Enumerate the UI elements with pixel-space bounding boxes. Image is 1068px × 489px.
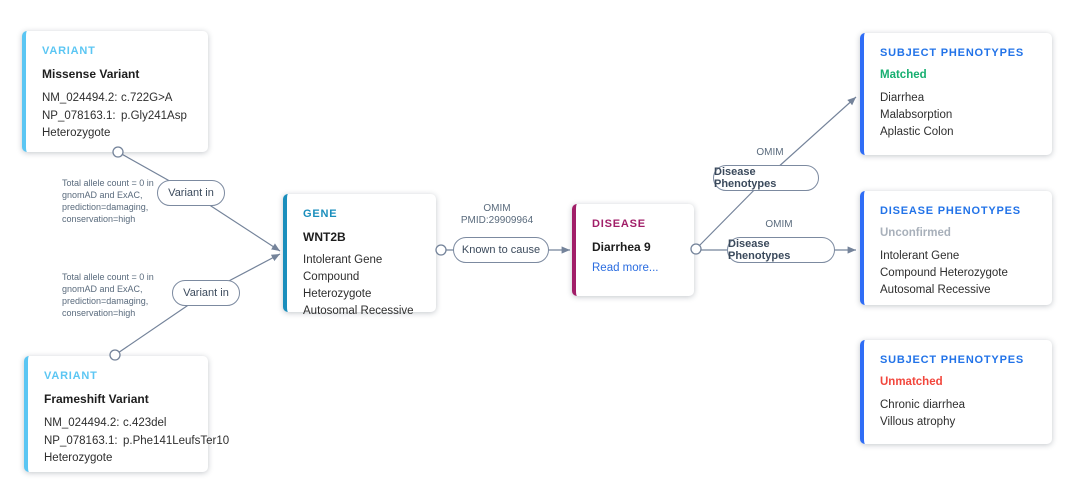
status-unmatched: Unmatched: [880, 376, 943, 388]
phenotype-item: Chronic diarrhea: [880, 399, 966, 411]
gene-name: WNT2B: [303, 230, 346, 244]
disease-name: Diarrhea 9: [592, 240, 651, 254]
transcript-label: NM_024494.2:: [44, 417, 120, 429]
status-unconfirmed: Unconfirmed: [880, 227, 951, 239]
protein-value: p.Phe141LeufsTer10: [123, 435, 230, 447]
protein-label: NP_078163.1:: [42, 110, 116, 122]
variant-card-frameshift[interactable]: VARIANT Frameshift Variant NM_024494.2: …: [24, 356, 229, 472]
phenotype-item: Malabsorption: [880, 109, 953, 121]
known-to-cause-pill[interactable]: Known to cause: [453, 237, 549, 263]
phenotype-item: Villous atrophy: [880, 416, 956, 428]
edge-annotation-top: Total allele count = 0 in gnomAD and ExA…: [62, 178, 154, 224]
phenotype-item: Compound Heterozygote: [880, 267, 1008, 279]
variant-type: Missense Variant: [42, 67, 140, 81]
card-title: SUBJECT PHENOTYPES: [880, 47, 1024, 59]
card-title: GENE: [303, 208, 338, 220]
phenotype-item: Intolerant Gene: [880, 250, 960, 262]
phenotype-item: Diarrhea: [880, 92, 925, 104]
subject-phenotypes-matched-card[interactable]: SUBJECT PHENOTYPES Matched Diarrhea Mala…: [860, 33, 1052, 155]
transcript-value: c.423del: [123, 417, 167, 429]
edge-annotation-bottom: Total allele count = 0 in gnomAD and ExA…: [62, 272, 154, 318]
read-more-link[interactable]: Read more...: [592, 262, 659, 274]
disease-card[interactable]: DISEASE Diarrhea 9 Read more...: [572, 204, 694, 296]
pmid-label: PMID:29909964: [460, 215, 534, 226]
transcript-row: NM_024494.2: c.423del: [44, 414, 196, 432]
gene-attribute: Intolerant Gene: [303, 254, 383, 266]
transcript-label: NM_024494.2:: [42, 92, 118, 104]
disease-phenotypes-pill-top[interactable]: Disease Phenotypes: [713, 165, 819, 191]
subject-phenotypes-unmatched-card[interactable]: SUBJECT PHENOTYPES Unmatched Chronic dia…: [860, 340, 1052, 444]
phenotype-item: Autosomal Recessive: [880, 284, 991, 296]
card-title: VARIANT: [44, 370, 98, 382]
zygosity: Heterozygote: [44, 452, 113, 464]
disease-phenotypes-pill-bottom[interactable]: Disease Phenotypes: [727, 237, 835, 263]
omim-label: OMIM: [483, 203, 511, 214]
node-gene: [435, 244, 447, 256]
variant-in-pill-bottom[interactable]: Variant in: [172, 280, 240, 306]
gene-card[interactable]: GENE WNT2B Intolerant Gene Compound Hete…: [283, 194, 436, 317]
gene-attribute: Compound Heterozygote: [303, 271, 372, 300]
known-to-cause-source: OMIM PMID:29909964: [452, 203, 542, 227]
transcript-value: c.722G>A: [121, 92, 173, 104]
protein-row: NP_078163.1: p.Gly241Asp: [42, 107, 196, 125]
protein-row: NP_078163.1: p.Phe141LeufsTer10: [44, 432, 229, 450]
omim-label-bottom: OMIM: [765, 219, 793, 230]
phenotype-item: Aplastic Colon: [880, 126, 954, 138]
protein-value: p.Gly241Asp: [121, 110, 187, 122]
card-title: DISEASE PHENOTYPES: [880, 205, 1021, 217]
transcript-row: NM_024494.2: c.722G>A: [42, 89, 196, 107]
disease-phenotypes-card[interactable]: DISEASE PHENOTYPES Unconfirmed Intoleran…: [860, 191, 1052, 305]
card-title: DISEASE: [592, 218, 646, 230]
protein-label: NP_078163.1:: [44, 435, 118, 447]
variant-type: Frameshift Variant: [44, 392, 149, 406]
omim-label-top: OMIM: [756, 147, 784, 158]
status-matched: Matched: [880, 69, 927, 81]
variant-card-missense[interactable]: VARIANT Missense Variant NM_024494.2: c.…: [22, 31, 208, 152]
zygosity: Heterozygote: [42, 127, 111, 139]
card-title: SUBJECT PHENOTYPES: [880, 354, 1024, 366]
gene-attribute: Autosomal Recessive: [303, 305, 414, 317]
card-title: VARIANT: [42, 45, 96, 57]
